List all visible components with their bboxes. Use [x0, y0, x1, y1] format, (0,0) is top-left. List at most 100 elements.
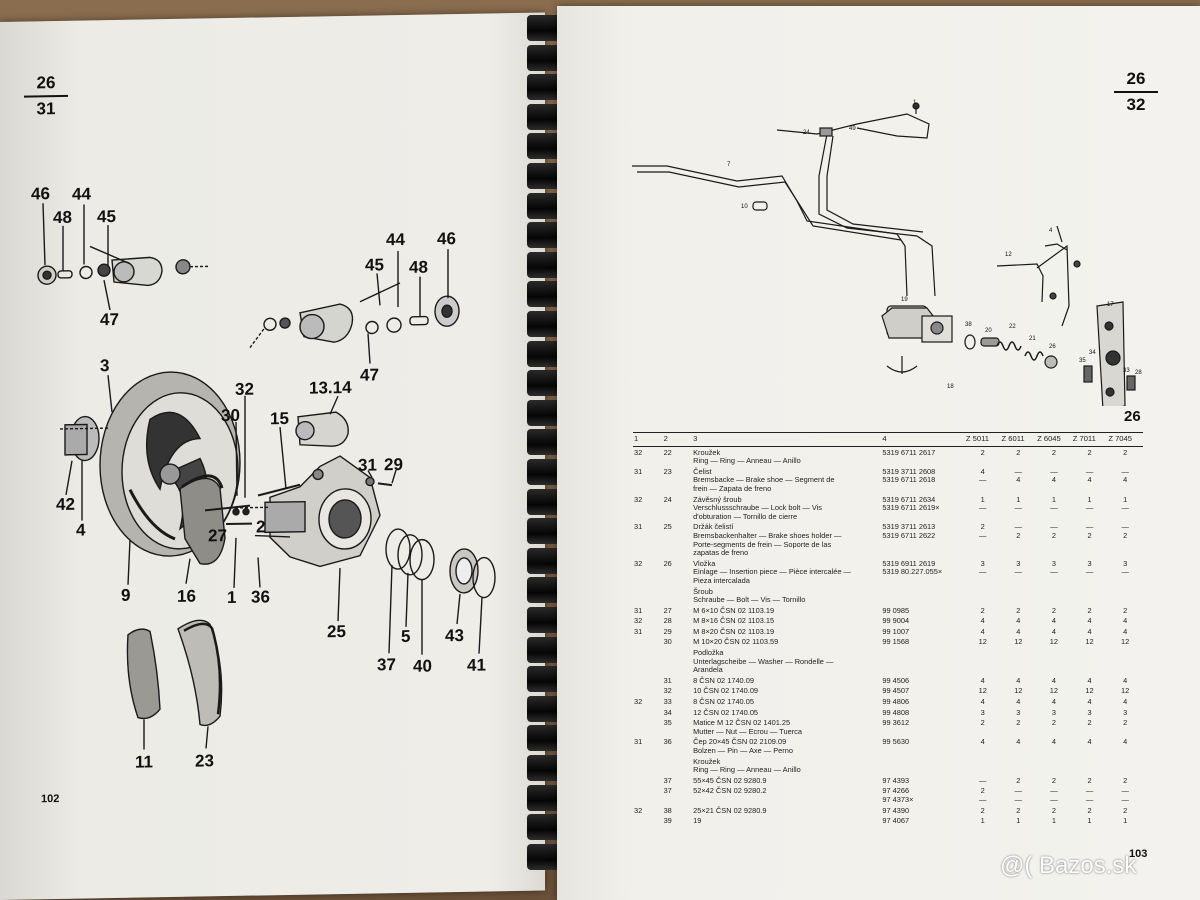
- quantity-cell: 2: [1107, 446, 1143, 466]
- callout-label: 23: [195, 751, 214, 771]
- quantity-cell: 12: [1036, 685, 1072, 696]
- quantity-cell: [1001, 647, 1037, 675]
- cell-line: zapatas de freno: [693, 548, 749, 558]
- callout-label: 41: [467, 655, 486, 675]
- ref-figure-cell: 32: [634, 697, 643, 707]
- callout-label: 45: [97, 206, 116, 227]
- diagram-label: 28: [1135, 370, 1142, 376]
- quantity-cell: 2: [1001, 717, 1037, 736]
- diagram-label: 21: [1029, 336, 1036, 342]
- callout-label: 11: [135, 752, 153, 772]
- cell-line: 2: [1123, 718, 1128, 728]
- diagram-label: 22: [1009, 324, 1016, 330]
- cell-line: Bremsbacke — Brake shoe — Segment de: [693, 475, 835, 485]
- cell-line: M 8×16 ČSN 02 1103.15: [693, 616, 775, 626]
- cell-line: 2: [1051, 530, 1056, 540]
- cell-line: 3: [1087, 558, 1092, 568]
- quantity-cell: 1—: [965, 494, 1001, 522]
- cell-line: 1: [1051, 816, 1056, 826]
- cell-line: 8 ČSN 02 1740.05: [693, 697, 754, 707]
- cell-line: Schraube — Bolt — Vis — Tornillo: [693, 595, 806, 605]
- cell-line: 2: [980, 718, 985, 728]
- cell-line: 3: [1123, 558, 1128, 568]
- quantity-cell: [1107, 586, 1143, 605]
- cell-line: Bolzen — Pin — Axe — Perno: [693, 746, 793, 755]
- cell-line: —: [1014, 794, 1022, 804]
- part-number-cell: 99 9004: [881, 615, 965, 626]
- cell-line: 4: [1051, 616, 1056, 626]
- column-header: Z 7011: [1071, 432, 1108, 447]
- quantity-cell: 4: [1072, 626, 1108, 637]
- cell-line: 12: [1049, 637, 1059, 647]
- quantity-cell: 2: [1036, 805, 1072, 816]
- description-cell: 25×21 ČSN 02 9280.9: [692, 805, 881, 816]
- cell-line: 99 4806: [882, 697, 910, 707]
- quantity-cell: ——: [1036, 785, 1072, 804]
- cell-line: 4: [980, 616, 985, 626]
- ref-figure-cell: 32: [634, 805, 643, 815]
- cell-line: 3: [980, 558, 985, 568]
- cell-line: 2: [980, 805, 985, 815]
- quantity-cell: [1072, 586, 1108, 605]
- quantity-cell: 2: [1107, 605, 1143, 616]
- cell-line: 99 3612: [882, 718, 910, 728]
- column-header: Z 5011: [964, 432, 1001, 447]
- cell-line: 4: [1051, 675, 1056, 685]
- quantity-cell: ——: [1107, 785, 1143, 804]
- ref-figure-cell: 31: [634, 626, 643, 636]
- cell-line: 1: [1087, 816, 1092, 826]
- cell-line: Einlage — Insertion piece — Pièce interc…: [693, 567, 851, 577]
- position-cell: [663, 586, 693, 605]
- quantity-cell: [1107, 756, 1143, 775]
- description-cell: M 8×20 ČSN 02 1103.19: [692, 626, 881, 637]
- cell-line: 4: [1087, 737, 1092, 747]
- quantity-cell: 4: [1036, 615, 1072, 626]
- column-header: 4: [881, 432, 965, 447]
- part-number-cell: 99 4808: [881, 707, 965, 718]
- callout-label: 42: [56, 494, 75, 515]
- cell-line: 4: [1051, 626, 1056, 636]
- callout-label: 44: [72, 184, 91, 204]
- callout-label: 40: [413, 656, 432, 676]
- position-cell: 32: [663, 686, 672, 696]
- cell-line: 12: [1085, 686, 1094, 696]
- cell-line: Šroub: [693, 586, 713, 596]
- cell-line: 1: [1123, 816, 1128, 826]
- quantity-cell: 12: [965, 685, 1001, 696]
- cell-line: 2: [1016, 805, 1021, 815]
- cell-line: 4: [1016, 737, 1021, 747]
- cell-line: 2: [1087, 718, 1092, 728]
- cell-line: 4: [1087, 697, 1092, 707]
- cell-line: 2: [1051, 447, 1056, 457]
- part-number-cell: 99 4506: [881, 675, 965, 686]
- cell-line: 97 4266: [882, 786, 910, 796]
- cell-line: 2: [1087, 775, 1092, 785]
- column-header: Z 6045: [1036, 432, 1072, 447]
- right-page: 26 32: [557, 6, 1200, 900]
- position-cell: 37: [663, 786, 672, 796]
- position-cell: 24: [663, 494, 672, 504]
- diagram-label: 38: [965, 322, 972, 328]
- cell-line: 1: [1087, 494, 1092, 504]
- cell-line: 1: [980, 816, 985, 826]
- cell-line: 99 1568: [882, 637, 910, 647]
- quantity-cell: 2: [1107, 805, 1143, 816]
- cell-line: 19: [693, 816, 702, 826]
- quantity-cell: —2: [1107, 521, 1143, 557]
- cell-line: Vložka: [693, 558, 716, 568]
- cell-line: 4: [1087, 616, 1092, 626]
- position-cell: 30: [663, 637, 672, 647]
- callout-label: 2: [256, 517, 266, 537]
- quantity-cell: 4: [1072, 736, 1108, 755]
- position-cell: 26: [663, 558, 672, 568]
- quantity-cell: 1—: [1001, 494, 1037, 522]
- ref-figure-cell: [633, 785, 663, 804]
- cell-line: 2: [1016, 605, 1021, 615]
- cell-line: —: [1014, 466, 1022, 476]
- quantity-cell: 4: [1107, 615, 1143, 626]
